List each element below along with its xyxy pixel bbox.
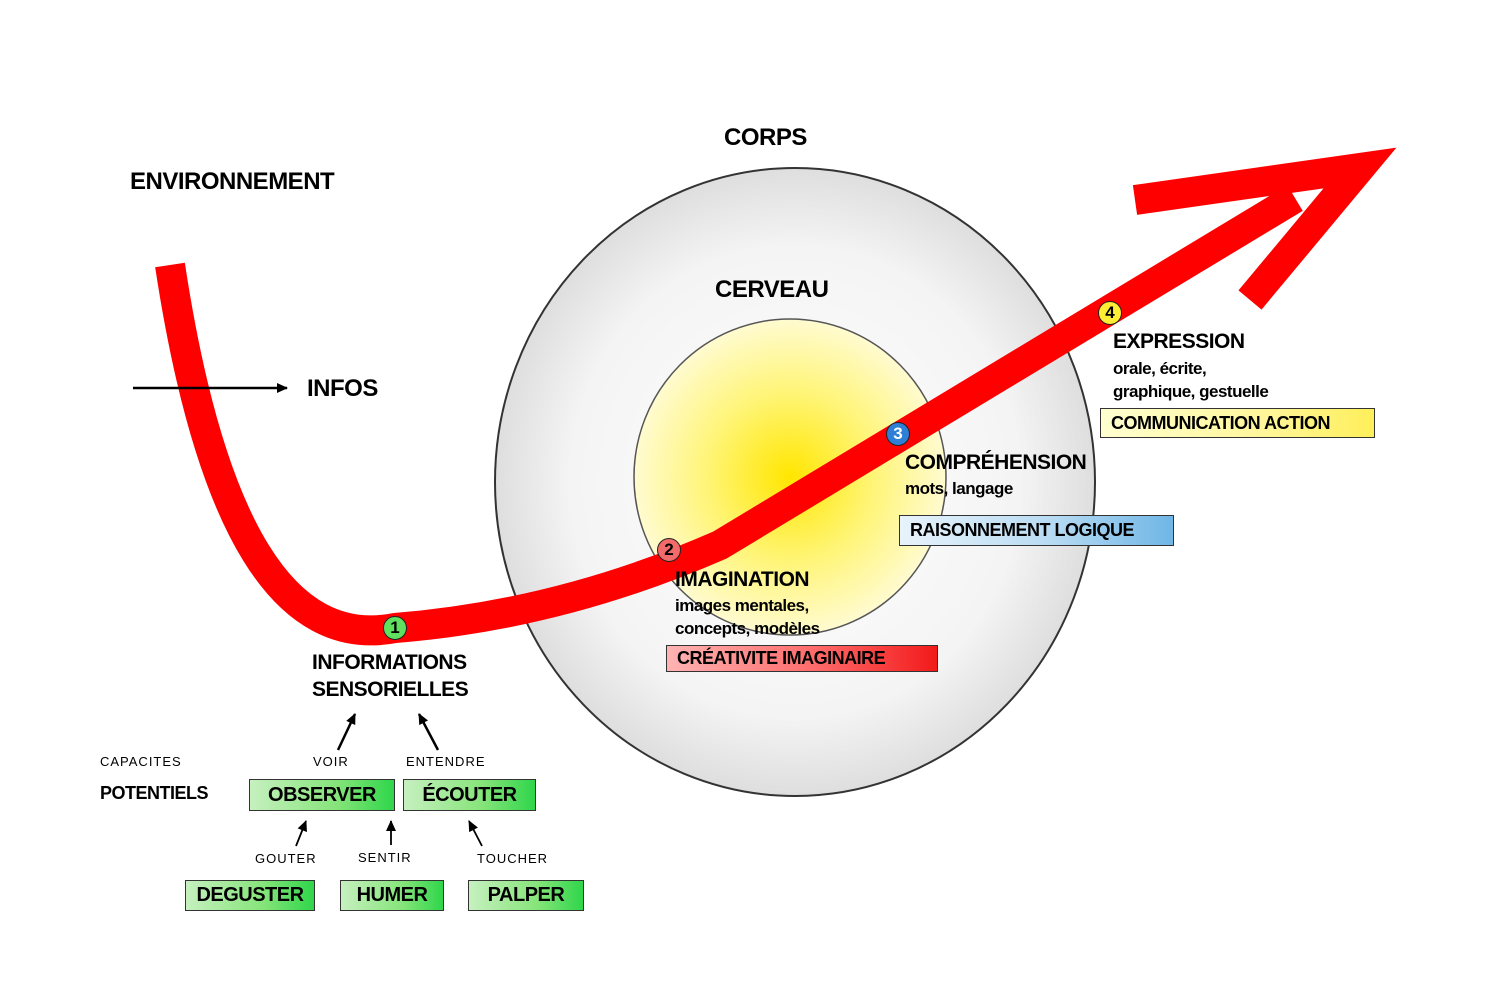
- step-2-box: CRÉATIVITE IMAGINAIRE: [666, 645, 938, 672]
- step-4-box: COMMUNICATION ACTION: [1100, 408, 1375, 438]
- environnement-title: ENVIRONNEMENT: [130, 168, 335, 195]
- step-3-title: COMPRÉHENSION: [905, 451, 1087, 474]
- cerveau-title: CERVEAU: [715, 276, 829, 303]
- step-2-title: IMAGINATION: [675, 568, 810, 591]
- infos-label: INFOS: [307, 375, 378, 402]
- gouter-arrow: [295, 820, 307, 847]
- step-4-title: EXPRESSION: [1113, 330, 1245, 353]
- step-3-marker: 3: [886, 422, 910, 446]
- toucher-arrow: [468, 820, 483, 847]
- step-2-marker: 2: [657, 538, 681, 562]
- step-3-box: RAISONNEMENT LOGIQUE: [899, 515, 1174, 546]
- potential-humer: HUMER: [340, 880, 444, 911]
- potential-observer: OBSERVER: [249, 779, 395, 811]
- step-4-detail-line2: graphique, gestuelle: [1113, 382, 1269, 401]
- step-3-detail-line1: mots, langage: [905, 479, 1013, 498]
- sense-entendre: ENTENDRE: [406, 754, 486, 769]
- step-4-marker: 4: [1098, 301, 1122, 325]
- potentiels-label: POTENTIELS: [100, 783, 209, 803]
- entendre-arrow: [417, 713, 440, 751]
- step-4-detail-line1: orale, écrite,: [1113, 359, 1207, 378]
- potential-palper: PALPER: [468, 880, 584, 911]
- sense-gouter: GOUTER: [255, 851, 317, 866]
- sense-sentir: SENTIR: [358, 850, 412, 865]
- corps-title: CORPS: [724, 124, 807, 151]
- voir-arrow: [336, 713, 357, 751]
- potential-deguster: DEGUSTER: [185, 880, 315, 911]
- step-1-marker: 1: [383, 616, 407, 640]
- step-2-detail-line1: images mentales,: [675, 596, 809, 615]
- potential-ecouter: ÉCOUTER: [403, 779, 536, 811]
- step-1-title-line1: INFORMATIONS: [312, 651, 467, 674]
- process-arrowhead: [1132, 147, 1397, 310]
- sense-voir: VOIR: [313, 754, 349, 769]
- step-1-title-line2: SENSORIELLES: [312, 678, 469, 701]
- capacites-label: CAPACITES: [100, 754, 182, 769]
- sense-toucher: TOUCHER: [477, 851, 549, 866]
- step-2-detail-line2: concepts, modèles: [675, 619, 820, 638]
